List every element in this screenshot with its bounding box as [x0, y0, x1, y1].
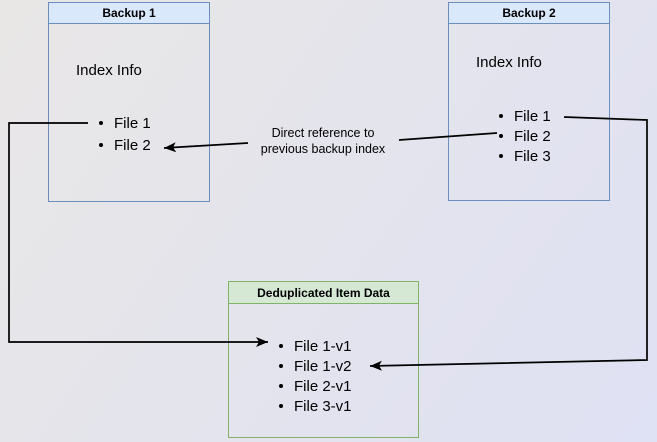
file-label: File 2 — [514, 127, 551, 145]
file-label: File 3-v1 — [294, 397, 352, 415]
backup1-title: Backup 1 — [102, 6, 156, 20]
list-item: File 1 — [99, 112, 151, 134]
file-label: File 2 — [114, 136, 151, 154]
bullet-icon — [99, 121, 103, 125]
bullet-icon — [99, 143, 103, 147]
bullet-icon — [279, 364, 283, 368]
file-label: File 1 — [114, 114, 151, 132]
connector-label: Direct reference to previous backup inde… — [260, 126, 386, 156]
backup2-file-list: File 1 File 2 File 3 — [499, 106, 551, 166]
list-item: File 1-v2 — [279, 356, 352, 376]
bullet-icon — [279, 384, 283, 388]
list-item: File 2-v1 — [279, 376, 352, 396]
backup1-file-list: File 1 File 2 — [99, 112, 151, 156]
file-label: File 3 — [514, 147, 551, 165]
backup2-box: Backup 2 Index Info File 1 File 2 File 3 — [448, 2, 610, 201]
file-label: File 1 — [514, 107, 551, 125]
file-label: File 2-v1 — [294, 377, 352, 395]
bullet-icon — [279, 344, 283, 348]
list-item: File 1-v1 — [279, 336, 352, 356]
backup1-index-info-label: Index Info — [76, 62, 142, 79]
bullet-icon — [499, 154, 503, 158]
backup2-title: Backup 2 — [502, 6, 556, 20]
dedup-title: Deduplicated Item Data — [257, 285, 390, 300]
bullet-icon — [279, 404, 283, 408]
dedup-file-list: File 1-v1 File 1-v2 File 2-v1 File 3-v1 — [279, 336, 352, 416]
backup2-header: Backup 2 — [449, 3, 609, 24]
list-item: File 2 — [99, 134, 151, 156]
list-item: File 3 — [499, 146, 551, 166]
list-item: File 2 — [499, 126, 551, 146]
backup1-box: Backup 1 Index Info File 1 File 2 — [48, 2, 210, 202]
backup1-header: Backup 1 — [49, 3, 209, 24]
list-item: File 1 — [499, 106, 551, 126]
file-label: File 1-v2 — [294, 357, 352, 375]
bullet-icon — [499, 134, 503, 138]
file-label: File 1-v1 — [294, 337, 352, 355]
bullet-icon — [499, 114, 503, 118]
backup2-index-info-label: Index Info — [476, 54, 542, 71]
list-item: File 3-v1 — [279, 396, 352, 416]
dedup-box: Deduplicated Item Data File 1-v1 File 1-… — [228, 281, 419, 438]
dedup-header: Deduplicated Item Data — [229, 282, 418, 304]
